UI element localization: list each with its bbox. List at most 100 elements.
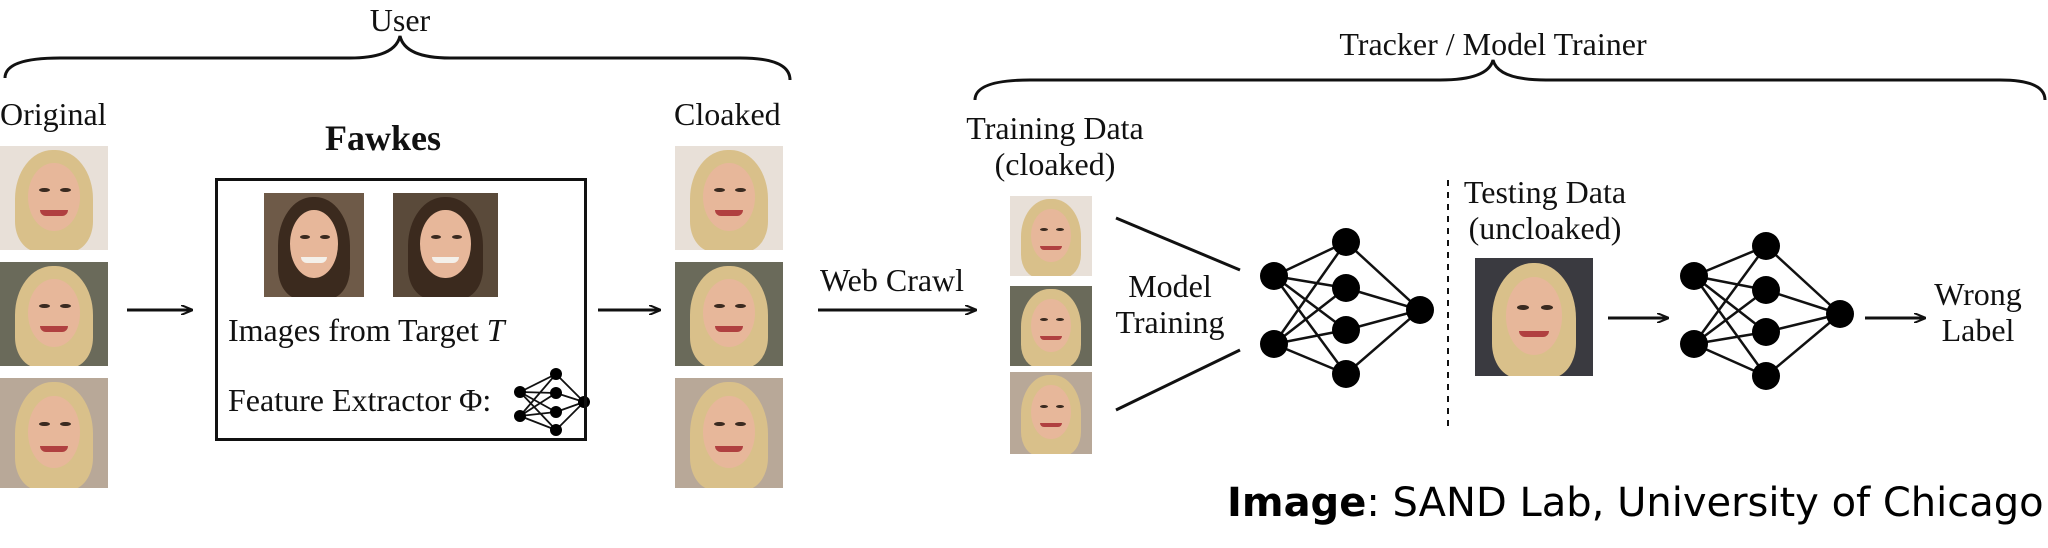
mouth	[39, 210, 69, 216]
eye-left	[1039, 228, 1048, 232]
target-symbol: T	[486, 312, 505, 348]
mouth	[39, 446, 69, 452]
testing-network	[1680, 232, 1854, 390]
eye-left	[1039, 318, 1048, 322]
eye-left	[430, 234, 442, 239]
testing-data-line2: (uncloaked)	[1468, 210, 1622, 246]
feature-extractor-network-edge	[519, 391, 557, 394]
testing-data-line1: Testing Data	[1463, 174, 1627, 210]
eye-left	[713, 303, 725, 308]
eye-right	[60, 303, 72, 308]
feature-extractor-network-node	[550, 368, 562, 380]
eye-left	[1039, 404, 1048, 409]
eye-right	[1055, 228, 1065, 232]
eye-left	[38, 303, 50, 308]
original-face-2	[0, 262, 108, 366]
mouth	[1040, 245, 1062, 250]
cloaked-face-2	[675, 262, 783, 366]
testing-network-node	[1752, 362, 1780, 390]
testing-network-edge	[1765, 245, 1841, 315]
training-data-line1: Training Data	[966, 110, 1144, 146]
eye-left	[300, 234, 310, 239]
cloaked-face-3	[675, 378, 783, 488]
tracker-brace	[973, 59, 2047, 101]
eye-right	[735, 303, 747, 308]
fawkes-title: Fawkes	[325, 118, 441, 158]
training-network-edge	[1273, 275, 1347, 331]
cloaked-face-1	[675, 146, 783, 250]
face-skin	[28, 278, 80, 348]
feature-extractor-network-edge	[519, 391, 557, 431]
eye-left	[38, 187, 50, 192]
mouth	[301, 257, 327, 263]
feature-extractor-network-edge	[519, 415, 557, 431]
feature-extractor-label: Feature Extractor Φ:	[228, 382, 492, 418]
eye-right	[735, 422, 747, 427]
image-credit-text: : SAND Lab, University of Chicago	[1366, 480, 2044, 526]
training-network-node	[1332, 228, 1360, 256]
training-face-3	[1010, 372, 1092, 454]
arrow-training-upper	[1115, 216, 1241, 272]
eye-right	[451, 234, 463, 239]
mouth	[1518, 331, 1550, 338]
testing-network-node	[1752, 276, 1780, 304]
images-from-target-label: Images from Target T	[228, 312, 505, 348]
testing-network-edge	[1693, 289, 1767, 345]
eye-right	[1055, 318, 1065, 322]
training-data-line2: (cloaked)	[994, 146, 1116, 182]
eye-left	[713, 422, 725, 427]
eye-right	[60, 422, 72, 427]
web-crawl-label: Web Crawl	[820, 262, 965, 298]
training-data-label: Training Data (cloaked)	[945, 110, 1165, 182]
user-label: User	[369, 2, 431, 38]
face-skin	[420, 209, 471, 279]
training-network	[1260, 228, 1434, 388]
mouth	[431, 257, 460, 263]
training-network-edge	[1273, 287, 1347, 345]
feature-extractor-network-edge	[519, 373, 557, 417]
feature-extractor-network-edge	[519, 392, 557, 417]
feature-extractor-network-node	[550, 424, 562, 436]
testing-network-node	[1752, 318, 1780, 346]
image-credit: Image: SAND Lab, University of Chicago	[1227, 480, 2044, 526]
wrong-label-line2: Label	[1941, 312, 2015, 348]
training-face-1	[1010, 196, 1092, 276]
testing-network-edge	[1693, 275, 1767, 333]
eye-left	[713, 187, 725, 192]
training-network-edge	[1345, 241, 1421, 311]
wrong-label-line1: Wrong	[1934, 276, 2022, 312]
mouth	[714, 446, 744, 452]
mouth	[1040, 422, 1062, 427]
training-network-edge	[1272, 275, 1348, 375]
training-face-2	[1010, 286, 1092, 366]
model-training-line2: Training	[1115, 304, 1225, 340]
eye-right	[60, 187, 72, 192]
cloaked-label: Cloaked	[674, 96, 781, 132]
training-network-node	[1332, 360, 1360, 388]
training-network-node	[1332, 274, 1360, 302]
user-brace	[3, 35, 792, 81]
image-credit-prefix: Image	[1227, 480, 1367, 526]
eye-right	[320, 234, 330, 239]
testing-network-node	[1752, 232, 1780, 260]
testing-face	[1475, 258, 1593, 376]
wrong-label: Wrong Label	[1908, 276, 2048, 348]
eye-left	[38, 422, 50, 427]
training-network-node	[1260, 330, 1288, 358]
arrow-training-lower	[1115, 348, 1241, 412]
face-skin	[1031, 208, 1071, 262]
original-face-3	[0, 378, 108, 488]
face-skin	[28, 162, 80, 232]
face-skin	[703, 395, 755, 469]
training-network-node	[1332, 316, 1360, 344]
testing-data-label: Testing Data (uncloaked)	[1440, 174, 1650, 246]
testing-network-edge	[1692, 245, 1768, 345]
eye-left	[1517, 305, 1530, 310]
feature-extractor-network-edge	[519, 411, 557, 417]
face-skin	[703, 278, 755, 348]
training-network-node	[1406, 296, 1434, 324]
face-skin	[1505, 276, 1563, 355]
eye-right	[1055, 404, 1065, 409]
testing-network-node	[1826, 300, 1854, 328]
